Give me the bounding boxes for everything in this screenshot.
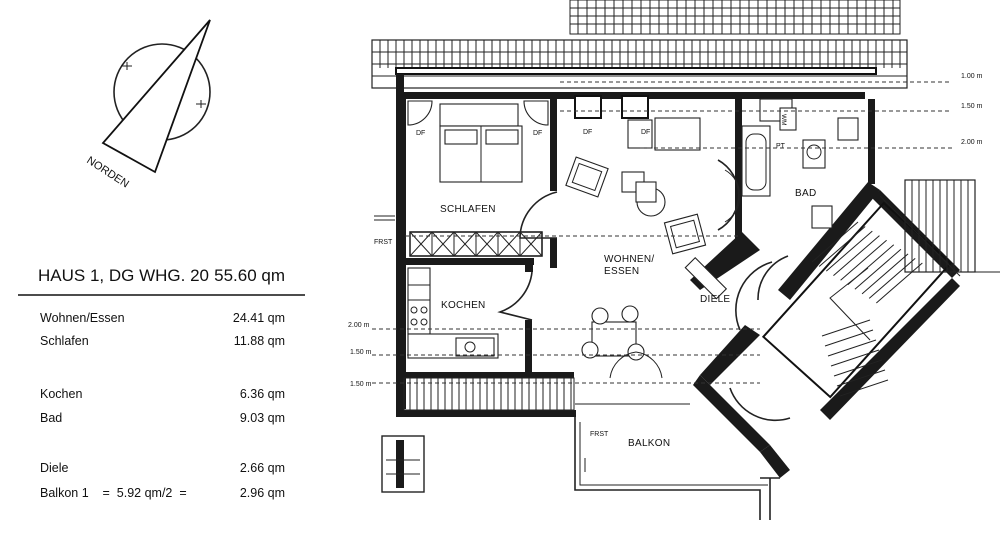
north-arrow-icon [101, 19, 211, 174]
roof-band [371, 39, 908, 89]
armchair [565, 156, 609, 198]
area-row-name: Schlafen [40, 334, 89, 348]
hatch-line [827, 339, 877, 357]
bedroom-door [519, 191, 558, 239]
hatch-line [854, 248, 902, 290]
toilet [837, 117, 859, 141]
room-label-essen: ESSEN [604, 266, 639, 277]
area-table-title: HAUS 1, DG WHG. 20 [38, 266, 209, 285]
hatch-line [821, 319, 871, 337]
label-pt: PT [776, 143, 786, 150]
height-marker: 1.50 m [961, 103, 983, 110]
area-row-value: 6.36 qm [240, 387, 285, 401]
height-marker: 1.50 m [350, 349, 372, 356]
area-table: HAUS 1, DG WHG. 20 55.60 qm Wohnen/Essen… [18, 266, 305, 500]
sideboard [654, 117, 701, 151]
roof-hatching [569, 0, 901, 35]
height-marker: 1.50 m [350, 381, 372, 388]
area-row-name: Kochen [40, 387, 82, 401]
area-row-name: Diele [40, 461, 69, 475]
hatch-line [818, 226, 866, 267]
hatch-line [868, 258, 916, 299]
room-label-wohnen: WOHNEN/ [604, 254, 654, 265]
area-row-value: 11.88 qm [234, 334, 285, 348]
kitchen-furniture [407, 267, 499, 359]
label-frst: FRST [590, 431, 609, 438]
area-row-value: 9.03 qm [240, 411, 285, 425]
label-df: DF [533, 130, 542, 137]
hatch-line [824, 329, 874, 347]
height-marker: 2.00 m [348, 322, 370, 329]
hatch-line [839, 379, 889, 397]
armchair [663, 213, 707, 255]
area-row-name: Wohnen/Essen [40, 311, 125, 325]
balcony [381, 403, 780, 520]
label-frst: FRST [374, 239, 393, 246]
area-row-name: Bad [40, 411, 62, 425]
area-table-total: 55.60 qm [214, 266, 285, 285]
washbasin [802, 139, 826, 169]
hatch-line [475, 231, 499, 257]
kitchen-door [497, 271, 533, 321]
room-label-bad: BAD [795, 188, 816, 199]
room-labels: SCHLAFEN WOHNEN/ ESSEN KOCHEN DIELE BAD … [440, 188, 816, 449]
area-row-name: Balkon 1 = 5.92 qm/2 = [40, 486, 187, 500]
hatch-line [876, 262, 923, 304]
living-furniture: DF DF [565, 117, 741, 379]
hatched-sills [403, 231, 575, 411]
area-row-value: 2.96 qm [240, 486, 285, 500]
label-df: DF [641, 129, 650, 136]
compass: NORDEN [84, 19, 211, 191]
area-row-value: 2.66 qm [240, 461, 285, 475]
entry-door [735, 261, 773, 331]
room-label-schlafen: SCHLAFEN [440, 204, 496, 215]
exterior-hatch [879, 179, 1000, 277]
height-lines [372, 81, 952, 384]
hatch-line [497, 231, 521, 257]
staircase [811, 221, 923, 397]
hatch-line [836, 369, 886, 387]
height-marker: 1.00 m [961, 73, 983, 80]
diele-door [729, 387, 791, 422]
area-row-value: 24.41 qm [233, 311, 285, 325]
bath-door [757, 255, 789, 301]
hatch-line [833, 359, 883, 377]
height-markers: 1.00 m 1.50 m 2.00 m 2.00 m 1.50 m 1.50 … [348, 73, 983, 388]
bedroom-furniture: DF DF [407, 100, 549, 183]
label-df: DF [583, 129, 592, 136]
compass-label: NORDEN [84, 154, 131, 190]
hatch-line [830, 349, 880, 367]
room-label-balkon: BALKON [628, 438, 670, 449]
hatch-line [833, 235, 880, 277]
hatch-line [453, 231, 477, 257]
room-label-kochen: KOCHEN [441, 300, 486, 311]
hatch-line [825, 230, 873, 272]
bathroom-furniture: WM PT [684, 98, 859, 301]
label-wm: WM [780, 114, 787, 126]
hatch-line [861, 253, 909, 295]
hatch-line [811, 221, 859, 263]
label-df: DF [416, 130, 425, 137]
walls [396, 74, 960, 478]
height-marker: 2.00 m [961, 139, 983, 146]
room-label-diele: DIELE [700, 294, 730, 305]
hatch-line [840, 239, 887, 281]
